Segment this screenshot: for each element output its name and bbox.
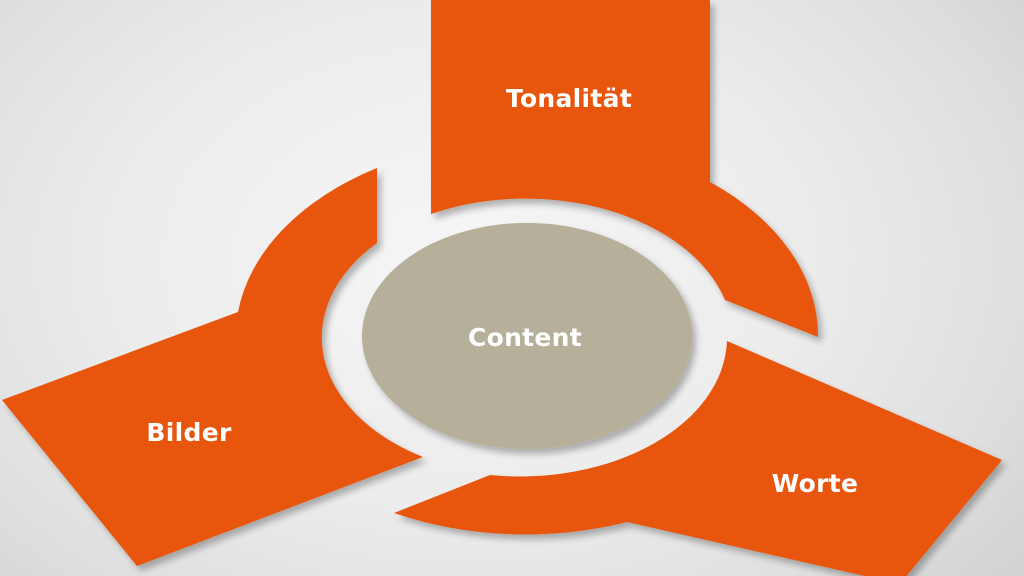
segment-bilder-label: Bilder	[146, 418, 232, 447]
segment-worte[interactable]: Worte	[394, 341, 1002, 576]
segment-worte-shape	[394, 341, 1002, 576]
segment-tonalitaet[interactable]: Tonalität	[431, 0, 819, 337]
segment-tonalitaet-label: Tonalität	[506, 84, 632, 113]
segment-bilder[interactable]: Bilder	[2, 168, 423, 566]
segment-bilder-shape	[2, 168, 423, 566]
segment-worte-label: Worte	[772, 469, 859, 498]
segment-tonalitaet-shape	[431, 0, 819, 337]
center-content-ellipse	[362, 223, 692, 449]
center-content[interactable]: Content	[362, 223, 692, 449]
center-content-label: Content	[468, 323, 582, 352]
